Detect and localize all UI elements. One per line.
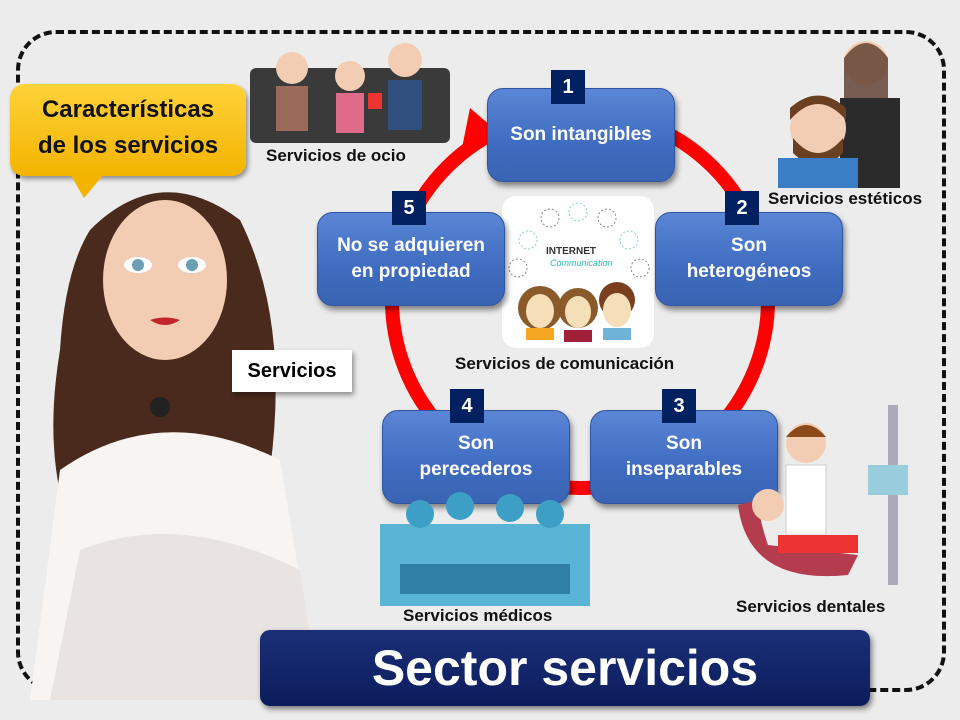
- box-3-line2: inseparables: [625, 459, 743, 480]
- label-servicios-dentales: Servicios dentales: [736, 597, 886, 616]
- cinema-audience-illustration: [250, 43, 450, 143]
- dentist-illustration: [738, 405, 908, 585]
- box-5-line2: en propiedad: [351, 261, 471, 282]
- characteristic-box-5: No se adquieren en propiedad: [317, 212, 505, 306]
- box-1-label: Son intangibles: [510, 124, 652, 145]
- badge-5: 5: [392, 191, 426, 225]
- badge-4: 4: [450, 389, 484, 423]
- box-3-line1: Son: [666, 433, 702, 454]
- badge-1: 1: [551, 70, 585, 104]
- comm-communication-text: Communication: [550, 258, 613, 268]
- woman-illustration: [30, 192, 320, 700]
- characteristic-box-1: Son intangibles: [487, 88, 675, 182]
- box-4-line1: Son: [458, 433, 494, 454]
- page-title: Sector servicios: [260, 630, 870, 706]
- box-4-line2: perecederos: [419, 459, 533, 480]
- servicios-label: Servicios: [232, 350, 352, 392]
- characteristic-box-2: Son heterogéneos: [655, 212, 843, 306]
- label-servicios-comunicacion: Servicios de comunicación: [455, 354, 675, 373]
- comm-internet-text: INTERNET: [546, 246, 596, 257]
- label-servicios-esteticos: Servicios estéticos: [768, 189, 923, 208]
- label-servicios-ocio: Servicios de ocio: [266, 146, 406, 165]
- callout-line1: Características: [41, 96, 215, 123]
- surgeons-illustration: [380, 492, 590, 606]
- characteristics-callout: Características de los servicios: [10, 84, 246, 198]
- badge-2: 2: [725, 191, 759, 225]
- box-2-line1: Son: [731, 235, 767, 256]
- hairdresser-illustration: [778, 41, 900, 188]
- box-5-line1: No se adquieren: [337, 235, 485, 256]
- box-2-line2: heterogéneos: [686, 261, 812, 282]
- badge-3: 3: [662, 389, 696, 423]
- communication-illustration: INTERNET Communication: [502, 196, 654, 348]
- label-servicios-medicos: Servicios médicos: [403, 606, 553, 625]
- callout-line2: de los servicios: [37, 132, 219, 159]
